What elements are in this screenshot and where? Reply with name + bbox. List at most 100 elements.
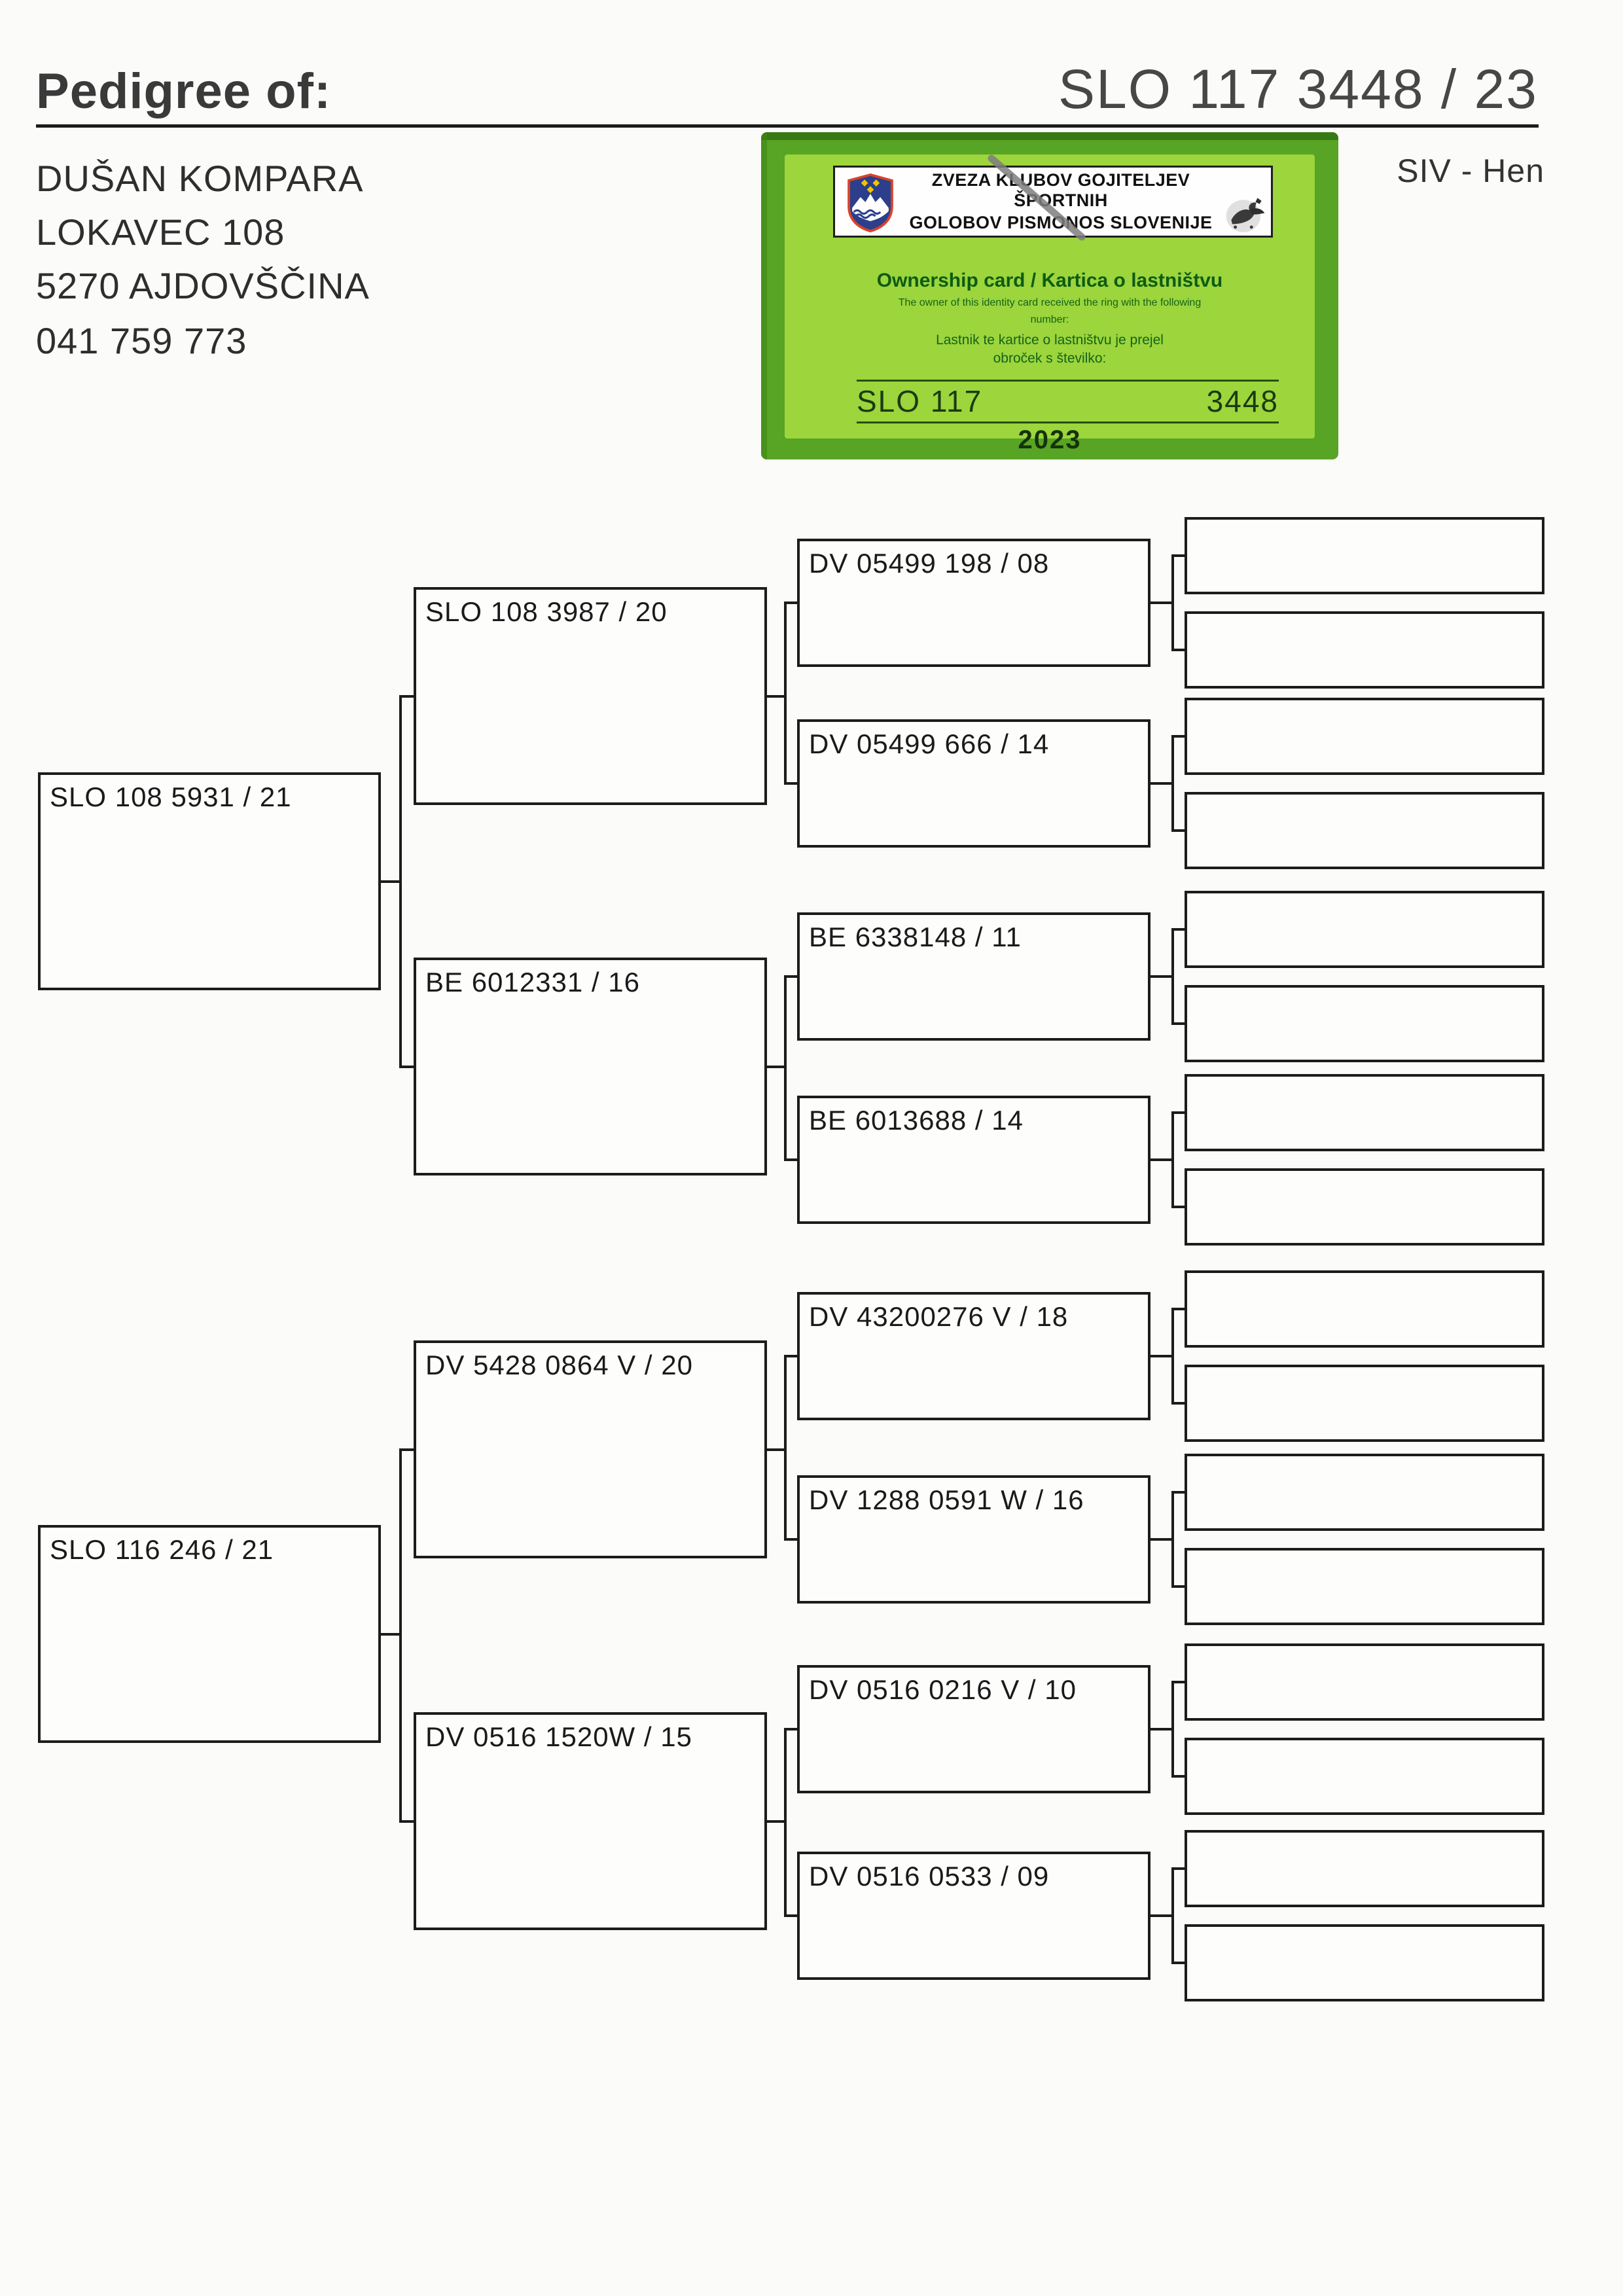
ring-number-label: DV 5428 0864 V / 20 — [425, 1350, 693, 1380]
pedigree-connector-line — [784, 1355, 787, 1541]
ring-number-label: BE 6012331 / 16 — [425, 967, 640, 997]
pedigree-connector-line — [1171, 1491, 1174, 1588]
pedigree-connector-line — [1174, 1491, 1185, 1494]
pedigree-connector-line — [1174, 1867, 1185, 1870]
pedigree-connector-line — [1171, 554, 1174, 651]
pedigree-box-gen4-12 — [1185, 1548, 1544, 1625]
pedigree-connector-line — [1174, 649, 1185, 651]
ring-number-label: DV 0516 0533 / 09 — [809, 1861, 1050, 1892]
ring-number-label — [1187, 795, 1542, 801]
ring-number-label — [1187, 1171, 1542, 1177]
owner-name: DUŠAN KOMPARA — [36, 158, 364, 199]
pedigree-box-gen3-8: DV 0516 0533 / 09 — [797, 1852, 1150, 1980]
ring-number-label: SLO 108 5931 / 21 — [50, 781, 292, 812]
pedigree-box-gen3-3: BE 6338148 / 11 — [797, 912, 1150, 1041]
pedigree-box-gen4-8 — [1185, 1168, 1544, 1246]
pedigree-box-gen1-2: SLO 116 246 / 21 — [38, 1525, 381, 1743]
pedigree-connector-line — [787, 1728, 797, 1731]
ring-number-label — [1187, 700, 1542, 707]
pedigree-connector-line — [1171, 1867, 1174, 1964]
ring-number-rule-top — [857, 380, 1279, 382]
pedigree-connector-line — [787, 1355, 797, 1357]
pedigree-box-gen4-15 — [1185, 1830, 1544, 1907]
pedigree-connector-line — [1174, 735, 1185, 738]
pedigree-box-gen4-9 — [1185, 1270, 1544, 1348]
pedigree-connector-line — [787, 1158, 797, 1161]
pedigree-connector-line — [1174, 1585, 1185, 1588]
pedigree-connector-line — [1174, 1681, 1185, 1683]
ring-number-label — [1187, 1927, 1542, 1933]
pedigree-connector-line — [402, 1065, 414, 1068]
card-subtitle-sl-line2: obroček s številko: — [993, 351, 1107, 366]
ring-number-label — [1187, 520, 1542, 526]
ring-number-label — [1187, 1367, 1542, 1374]
pedigree-box-gen4-14 — [1185, 1738, 1544, 1815]
pedigree-connector-line — [1171, 1681, 1174, 1778]
ring-number-label: BE 6013688 / 14 — [809, 1105, 1024, 1136]
pedigree-connector-line — [1150, 601, 1174, 604]
pedigree-connector-line — [1171, 928, 1174, 1025]
pedigree-connector-line — [787, 1538, 797, 1541]
pedigree-connector-line — [1174, 1111, 1185, 1114]
card-subtitle-en-line1: The owner of this identity card received… — [898, 297, 1202, 308]
ring-number-label: DV 43200276 V / 18 — [809, 1301, 1069, 1332]
pedigree-connector-line — [1150, 975, 1174, 978]
pedigree-connector-line — [1150, 1914, 1174, 1917]
pedigree-connector-line — [1174, 1022, 1185, 1025]
card-year: 2023 — [1018, 425, 1082, 454]
pedigree-connector-line — [1150, 1538, 1174, 1541]
pedigree-connector-line — [381, 880, 402, 883]
pedigree-connector-line — [1174, 1206, 1185, 1208]
ownership-card: ZVEZA KLUBOV GOJITELJEV ŠPORTNIH GOLOBOV… — [761, 132, 1338, 459]
pedigree-connector-line — [787, 601, 797, 604]
ring-number-label: SLO 108 3987 / 20 — [425, 596, 668, 627]
pedigree-box-gen4-6 — [1185, 985, 1544, 1062]
card-subtitle-sl-line1: Lastnik te kartice o lastništvu je preje… — [936, 332, 1164, 348]
pedigree-connector-line — [787, 1914, 797, 1917]
ring-number-label: DV 1288 0591 W / 16 — [809, 1484, 1084, 1515]
pedigree-connector-line — [1174, 554, 1185, 557]
pedigree-connector-line — [1171, 1111, 1174, 1208]
pedigree-connector-line — [1171, 735, 1174, 832]
pedigree-connector-line — [784, 601, 787, 785]
owner-phone: 041 759 773 — [36, 320, 247, 361]
ring-number-label — [1187, 1740, 1542, 1747]
pedigree-connector-line — [767, 694, 787, 698]
pedigree-box-gen3-5: DV 43200276 V / 18 — [797, 1292, 1150, 1420]
pedigree-connector-line — [787, 975, 797, 978]
pedigree-connector-line — [399, 694, 402, 1068]
header-divider — [36, 124, 1539, 128]
page-title: Pedigree of: — [36, 63, 332, 119]
ring-number-label — [1187, 1833, 1542, 1839]
sex-label: SIV - Hen — [1397, 152, 1544, 189]
pedigree-connector-line — [784, 975, 787, 1161]
pedigree-box-gen4-13 — [1185, 1643, 1544, 1721]
ring-number-label: SLO 116 246 / 21 — [50, 1534, 274, 1565]
pedigree-box-gen4-10 — [1185, 1365, 1544, 1442]
pedigree-box-gen2-3: DV 5428 0864 V / 20 — [414, 1340, 767, 1558]
ring-number-label — [1187, 1646, 1542, 1653]
ring-number-label: DV 05499 666 / 14 — [809, 728, 1050, 759]
pedigree-connector-line — [767, 1448, 787, 1451]
card-title: Ownership card / Kartica o lastništvu — [876, 270, 1223, 291]
pedigree-box-gen3-1: DV 05499 198 / 08 — [797, 539, 1150, 667]
ring-number-label — [1187, 988, 1542, 994]
pedigree-box-gen2-1: SLO 108 3987 / 20 — [414, 587, 767, 805]
ring-number-label — [1187, 1456, 1542, 1463]
pedigree-connector-line — [1174, 1775, 1185, 1778]
pedigree-box-gen3-2: DV 05499 666 / 14 — [797, 719, 1150, 848]
ring-number-label — [1187, 1077, 1542, 1083]
ring-number-label — [1187, 614, 1542, 620]
pedigree-connector-line — [1174, 1308, 1185, 1310]
pedigree-box-gen3-6: DV 1288 0591 W / 16 — [797, 1475, 1150, 1604]
subject-ring-number: SLO 117 3448 / 23 — [1058, 58, 1538, 120]
card-subtitle-en-line2: number: — [1030, 314, 1069, 325]
pedigree-connector-line — [787, 782, 797, 785]
pedigree-connector-line — [402, 1820, 414, 1823]
pedigree-connector-line — [1174, 1962, 1185, 1964]
pedigree-connector-line — [1150, 1158, 1174, 1161]
ring-number-label: DV 05499 198 / 08 — [809, 548, 1050, 579]
pedigree-connector-line — [402, 694, 414, 698]
ring-number-label: DV 0516 1520W / 15 — [425, 1721, 692, 1752]
